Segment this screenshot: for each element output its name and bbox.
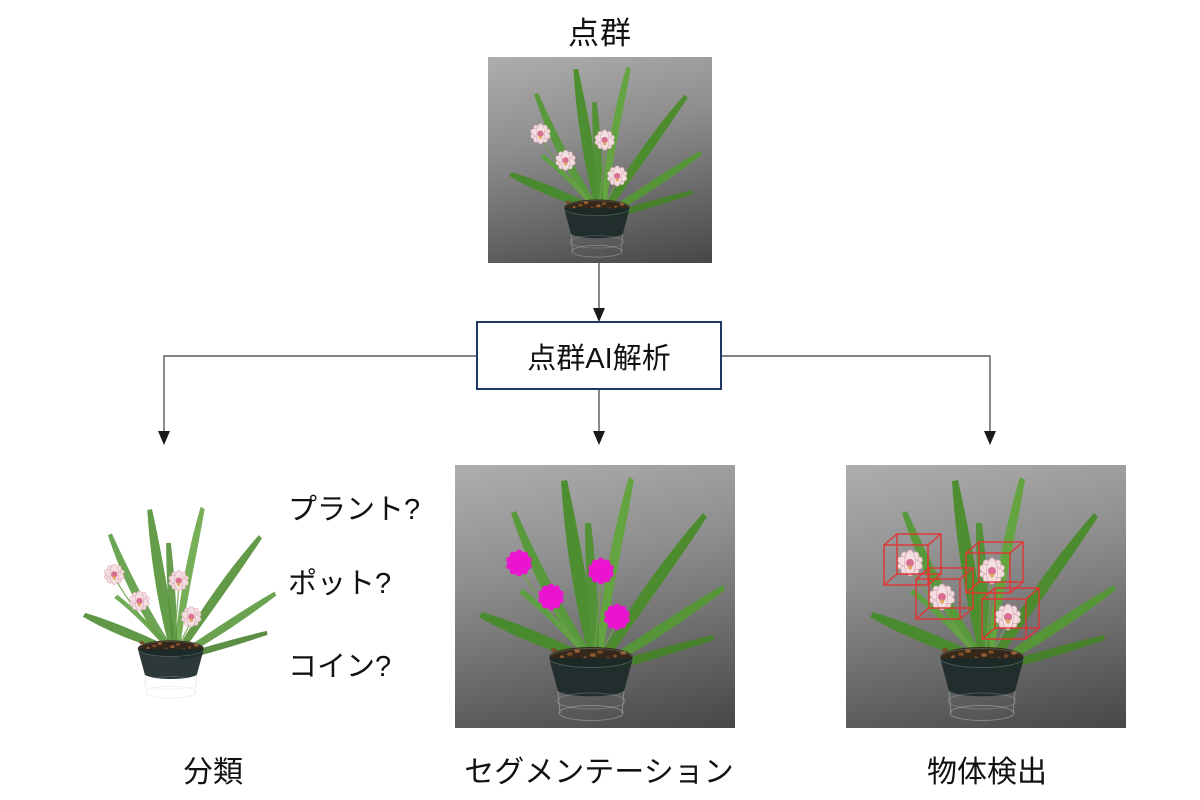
point-cloud-image	[488, 57, 712, 263]
label-segmentation: セグメンテーション	[464, 756, 734, 789]
classification-plant-image	[64, 472, 284, 704]
classification-question-pot: ポット?	[288, 568, 392, 600]
label-object-detection: 物体検出	[927, 756, 1047, 789]
ai-analysis-label: 点群AI解析	[527, 342, 671, 375]
diagram-title: 点群	[568, 16, 632, 51]
classification-question-coin: コイン?	[288, 651, 392, 683]
label-classification: 分類	[183, 756, 243, 789]
object-detection-image	[846, 465, 1126, 728]
ai-analysis-box: 点群AI解析	[476, 321, 722, 390]
segmentation-image	[455, 465, 735, 728]
classification-question-plant: プラント?	[288, 494, 421, 526]
